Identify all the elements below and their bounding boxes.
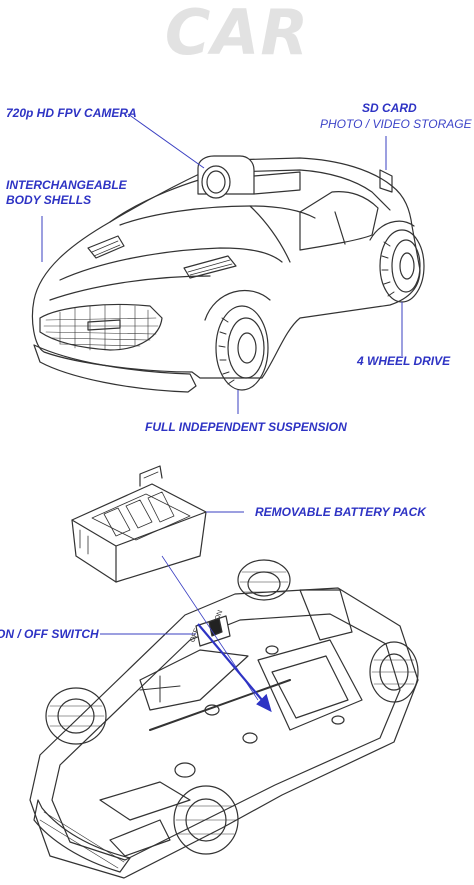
label-camera: 720p HD FPV CAMERA	[6, 106, 137, 120]
label-suspension: FULL INDEPENDENT SUSPENSION	[145, 420, 347, 434]
label-body-shells-line2: BODY SHELLS	[6, 193, 92, 207]
battery-insert-arrow	[197, 623, 272, 713]
label-battery: REMOVABLE BATTERY PACK	[255, 505, 426, 519]
label-body-shells-line1: INTERCHANGEABLE	[6, 178, 127, 192]
car-body-drawing	[31, 155, 425, 393]
chassis-drawing	[29, 465, 419, 879]
leader-lines	[41, 113, 403, 701]
label-switch: ON / OFF SWITCH	[0, 627, 99, 641]
label-sd-card-sub: PHOTO / VIDEO STORAGE	[320, 117, 472, 131]
label-sd-card: SD CARD	[362, 101, 417, 115]
label-4wd: 4 WHEEL DRIVE	[357, 354, 451, 368]
page-title: CAR	[164, 0, 310, 69]
leader-camera	[127, 113, 205, 169]
